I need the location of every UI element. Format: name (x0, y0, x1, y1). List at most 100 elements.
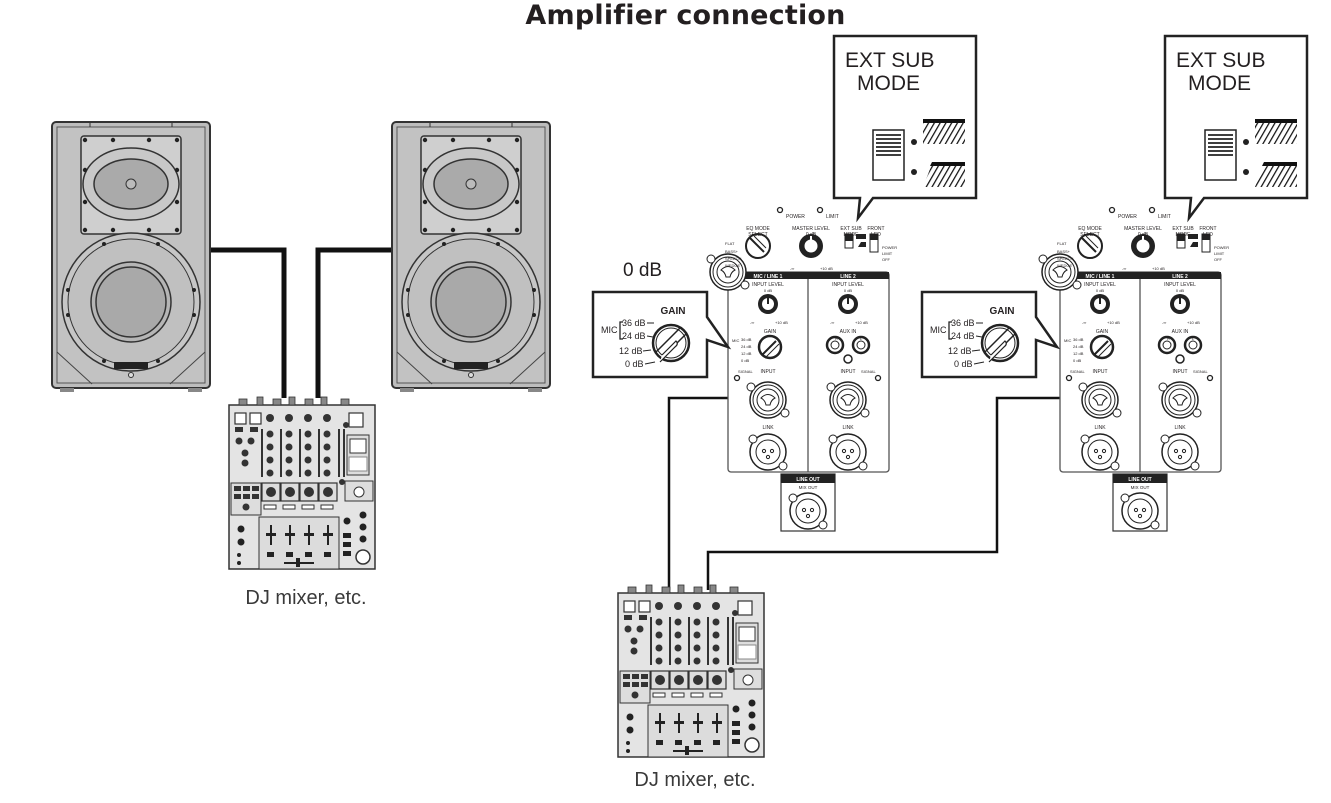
svg-text:24 dB: 24 dB (951, 331, 975, 341)
svg-text:GAIN: GAIN (661, 306, 686, 317)
svg-text:LED: LED (1203, 232, 1213, 238)
svg-text:EXT SUB: EXT SUB (1176, 49, 1265, 72)
svg-text:FRONT: FRONT (1199, 226, 1216, 232)
svg-text:24 dB: 24 dB (1073, 344, 1084, 349)
svg-text:BASS+: BASS+ (725, 249, 739, 254)
svg-text:INPUT LEVEL: INPUT LEVEL (1164, 282, 1196, 288)
svg-text:24 dB: 24 dB (741, 344, 752, 349)
svg-text:MODE: MODE (1176, 232, 1192, 238)
svg-text:SPEECH: SPEECH (725, 256, 742, 261)
svg-text:LED: LED (871, 232, 881, 238)
svg-text:+10 dB: +10 dB (1187, 320, 1200, 325)
svg-text:MIC / LINE 1: MIC / LINE 1 (1086, 274, 1115, 280)
svg-text:FRONT: FRONT (867, 226, 884, 232)
svg-text:LINE OUT: LINE OUT (796, 477, 819, 483)
svg-text:+10 dB: +10 dB (1152, 266, 1165, 271)
svg-text:0 dB: 0 dB (1073, 358, 1082, 363)
svg-text:0 dB: 0 dB (806, 232, 817, 238)
svg-text:FLAT: FLAT (1057, 241, 1067, 246)
svg-text:0 dB: 0 dB (844, 288, 853, 293)
svg-text:SIGNAL: SIGNAL (1193, 369, 1208, 374)
speaker-left (51, 121, 211, 393)
ext-sub-mode-callout-1: EXT SUB MODE (832, 34, 978, 223)
amp-panel-1: POWER LIMIT EQ MODE SELECT MASTER LEVEL … (705, 206, 897, 532)
svg-text:MODE: MODE (844, 232, 860, 238)
svg-text:-∞: -∞ (1122, 266, 1126, 271)
svg-text:-∞: -∞ (1082, 320, 1086, 325)
svg-text:MIX OUT: MIX OUT (1131, 485, 1150, 490)
svg-text:LIMIT: LIMIT (882, 251, 893, 256)
svg-text:0 dB: 0 dB (1096, 288, 1105, 293)
svg-text:L: L (860, 336, 863, 341)
svg-text:EQ MODE: EQ MODE (746, 226, 770, 232)
svg-text:R: R (835, 336, 838, 341)
svg-text:AUX IN: AUX IN (840, 329, 857, 335)
svg-text:36 dB: 36 dB (1073, 337, 1084, 342)
svg-text:INPUT: INPUT (761, 369, 776, 375)
svg-text:L: L (1192, 336, 1195, 341)
svg-text:INPUT: INPUT (1093, 369, 1108, 375)
svg-text:MIC: MIC (601, 325, 618, 335)
svg-text:MIC: MIC (732, 338, 739, 343)
svg-text:WEDGE: WEDGE (1057, 263, 1072, 268)
svg-text:+10 dB: +10 dB (1107, 320, 1120, 325)
svg-text:INPUT: INPUT (1173, 369, 1188, 375)
svg-text:INPUT LEVEL: INPUT LEVEL (832, 282, 864, 288)
svg-text:INPUT LEVEL: INPUT LEVEL (752, 282, 784, 288)
gain-setting-label: 0 dB (623, 260, 662, 281)
svg-text:SPEECH: SPEECH (1057, 256, 1074, 261)
svg-text:LIMIT: LIMIT (1158, 214, 1171, 220)
svg-text:FLAT: FLAT (725, 241, 735, 246)
cable-to-amp-1 (667, 393, 741, 590)
svg-text:MIC: MIC (930, 325, 947, 335)
svg-text:LINK: LINK (1094, 425, 1106, 431)
page-title: Amplifier connection (525, 0, 846, 31)
svg-text:EXT SUB: EXT SUB (1172, 226, 1194, 232)
svg-text:LINK: LINK (1174, 425, 1186, 431)
amp-panel-2: POWER LIMIT EQ MODE SELECT MASTER LEVEL … (1037, 206, 1229, 532)
svg-text:EXT SUB: EXT SUB (845, 49, 934, 72)
svg-text:R: R (1167, 336, 1170, 341)
channel-1-header: MIC / LINE 1 (754, 274, 783, 280)
channel-2-header: LINE 2 (840, 274, 856, 280)
svg-text:SIGNAL: SIGNAL (1070, 369, 1085, 374)
svg-text:LINE 2: LINE 2 (1172, 274, 1188, 280)
svg-text:POWER: POWER (882, 245, 897, 250)
svg-text:GAIN: GAIN (764, 329, 777, 335)
svg-text:0 dB: 0 dB (1176, 288, 1185, 293)
svg-text:LINK: LINK (842, 425, 854, 431)
svg-text:BASS+: BASS+ (1057, 249, 1071, 254)
power-label: POWER (786, 214, 805, 220)
svg-text:36 dB: 36 dB (951, 318, 975, 328)
svg-text:-∞: -∞ (1162, 320, 1166, 325)
svg-text:0 dB: 0 dB (741, 358, 750, 363)
svg-text:+10 dB: +10 dB (855, 320, 868, 325)
svg-text:12 dB: 12 dB (1073, 351, 1084, 356)
dj-mixer-left (228, 396, 376, 570)
mixer-caption-right: DJ mixer, etc. (634, 769, 755, 791)
svg-text:AUX IN: AUX IN (1172, 329, 1189, 335)
svg-text:LINK: LINK (762, 425, 774, 431)
svg-text:MASTER LEVEL: MASTER LEVEL (1124, 226, 1162, 232)
gain-callout-1: GAIN MIC 36 dB 24 dB 12 dB 0 dB (591, 290, 732, 379)
svg-text:MASTER LEVEL: MASTER LEVEL (792, 226, 830, 232)
dj-mixer-right (617, 584, 765, 758)
svg-text:MODE: MODE (1188, 72, 1251, 95)
svg-text:EQ MODE: EQ MODE (1078, 226, 1102, 232)
svg-text:36 dB: 36 dB (741, 337, 752, 342)
svg-text:INPUT LEVEL: INPUT LEVEL (1084, 282, 1116, 288)
left-setup: DJ mixer, etc. (51, 121, 551, 609)
svg-text:+10 dB: +10 dB (820, 266, 833, 271)
svg-text:WEDGE: WEDGE (725, 263, 740, 268)
svg-text:OFF: OFF (882, 257, 891, 262)
svg-text:MIX OUT: MIX OUT (799, 485, 818, 490)
svg-text:12 dB: 12 dB (619, 346, 643, 356)
ext-sub-mode-callout-2: EXT SUB MODE (1163, 34, 1309, 223)
svg-text:SELECT: SELECT (1080, 232, 1099, 238)
svg-text:POWER: POWER (1118, 214, 1137, 220)
svg-text:MODE: MODE (857, 72, 920, 95)
svg-text:+10 dB: +10 dB (775, 320, 788, 325)
limit-label: LIMIT (826, 214, 839, 220)
gain-callout-2: GAIN MIC 36 dB 24 dB 12 dB 0 dB (920, 290, 1061, 379)
